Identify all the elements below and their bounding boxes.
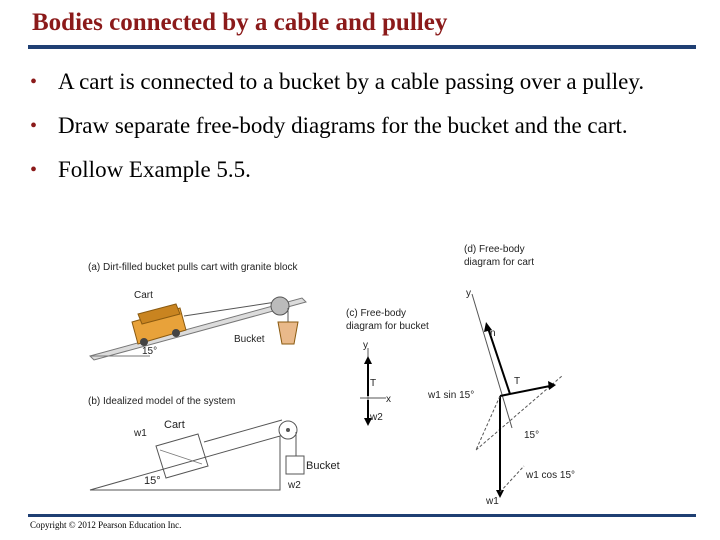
panel-b-illustration: Cart w1 Bucket w2 15° — [89, 419, 340, 491]
pulley-icon — [270, 296, 290, 316]
panel-a-angle-label: 15° — [142, 346, 157, 357]
bucket-icon — [277, 321, 299, 345]
panel-c-y-label: y — [363, 340, 368, 351]
copyright: Copyright © 2012 Pearson Education Inc. — [30, 520, 182, 530]
panel-d-n-label: n — [490, 328, 496, 339]
panel-d-angle-label: 15° — [524, 430, 539, 441]
panel-b-angle-label: 15° — [144, 475, 161, 487]
panel-c-caption-1: (c) Free-body — [346, 308, 406, 319]
panel-c-x-label: x — [386, 394, 391, 405]
title-divider — [28, 45, 696, 49]
panel-b-caption: (b) Idealized model of the system — [88, 396, 235, 407]
panel-a-caption: (a) Dirt-filled bucket pulls cart with g… — [88, 262, 299, 273]
panel-a-cart-label: Cart — [134, 290, 153, 301]
panel-c-diagram: y x T w2 — [360, 340, 391, 426]
panel-c-w2-label: w2 — [369, 412, 383, 423]
pulley-icon — [278, 420, 298, 440]
bullet-item: •Follow Example 5.5. — [30, 157, 251, 182]
panel-b-cart-label: Cart — [164, 419, 185, 431]
bullet-icon: • — [30, 159, 38, 181]
panel-d-T-label: T — [514, 376, 520, 387]
panel-a-bucket-label: Bucket — [234, 334, 265, 345]
panel-d-w1-label: w1 — [485, 496, 499, 507]
panel-b-bucket-label: Bucket — [306, 460, 340, 472]
bullet-item: •Draw separate free-body diagrams for th… — [30, 113, 628, 138]
tension-arrow — [499, 385, 551, 397]
panel-d-w1cos-label: w1 cos 15° — [525, 470, 575, 481]
panel-d-y-label: y — [466, 288, 471, 299]
physics-figure: (a) Dirt-filled bucket pulls cart with g… — [88, 244, 575, 507]
bullet-icon: • — [30, 71, 38, 93]
panel-b-w2-label: w2 — [287, 480, 301, 491]
panel-a-illustration: Cart Bucket 15° — [89, 290, 307, 361]
bullet-list: •A cart is connected to a bucket by a ca… — [30, 68, 710, 200]
bucket-block — [285, 455, 305, 475]
panel-b-w1-label: w1 — [133, 428, 147, 439]
bullet-icon: • — [30, 115, 38, 137]
normal-force-arrow — [487, 327, 511, 395]
slide-title: Bodies connected by a cable and pulley — [32, 9, 448, 36]
bullet-item: •A cart is connected to a bucket by a ca… — [30, 69, 645, 94]
footer-divider — [28, 514, 696, 517]
panel-d-caption-2: diagram for cart — [464, 257, 534, 268]
panel-d-diagram: y n T w1 sin 15° 15° w1 cos 15° w1 — [427, 288, 575, 507]
panel-d-caption-1: (d) Free-body — [464, 244, 525, 255]
panel-c-T-label: T — [370, 378, 376, 389]
panel-c-caption-2: diagram for bucket — [346, 321, 429, 332]
cart-block — [155, 433, 209, 479]
panel-d-w1sin-label: w1 sin 15° — [427, 390, 474, 401]
cart-icon — [131, 303, 187, 346]
